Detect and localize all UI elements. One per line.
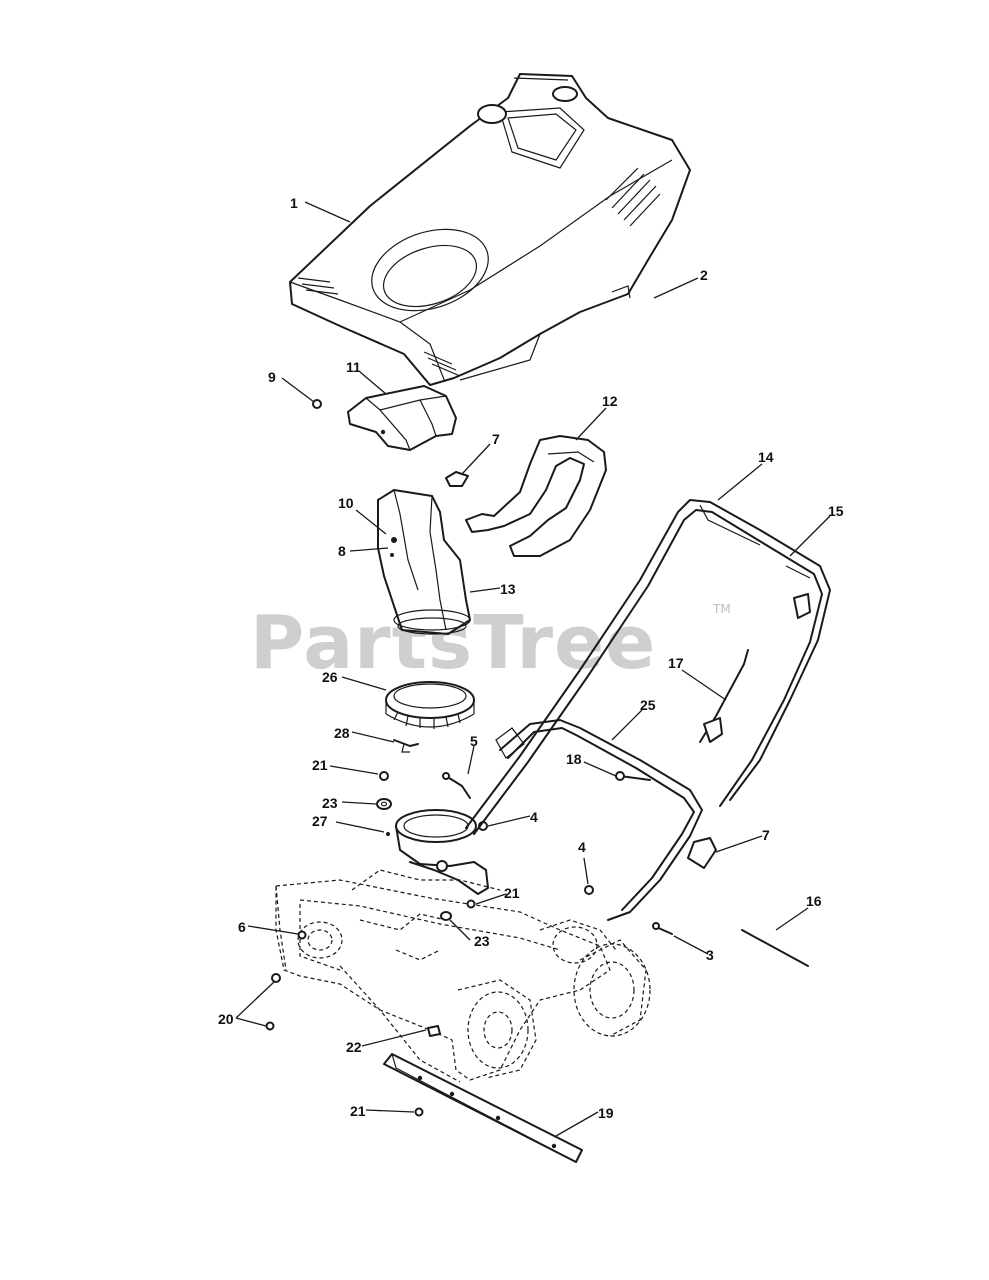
leader-lines [235,201,831,1137]
callout-20: 20 [218,1011,234,1027]
part-11-deflector [347,385,457,451]
part-1-shroud [289,73,691,386]
part-6-bolt [297,930,307,940]
part-9-nut [312,399,322,409]
callout-12: 12 [602,393,618,409]
part-13-chute [377,489,471,635]
part-19-scraper [383,1053,583,1163]
part-21-nut-lower [414,1107,424,1117]
part-7-knob-upper [445,471,469,487]
callout-21-middle: 21 [504,885,520,901]
callout-4-upper: 4 [530,809,538,825]
callout-7-lower: 7 [762,827,770,843]
callout-1: 1 [290,195,298,211]
part-12-crank-handle [465,435,607,557]
part-14-upper-handle [465,499,831,835]
callout-28: 28 [334,725,350,741]
auger-housing [275,869,651,1083]
part-16-rod [741,929,809,967]
part-21-nut-middle [466,899,476,909]
callout-5: 5 [470,733,478,749]
part-23-washer-middle [440,911,452,921]
part-26-chute-ring [385,681,475,729]
part-25-lower-handle [495,719,703,921]
callout-3: 3 [706,947,714,963]
part-3-bolt [652,922,673,935]
callout-13: 13 [500,581,516,597]
callout-6: 6 [238,919,246,935]
callout-19: 19 [598,1105,614,1121]
callout-labels: 1 2 9 11 7 12 10 8 13 14 15 26 17 25 28 … [218,195,844,1121]
callout-11: 11 [346,359,361,375]
callout-8: 8 [338,543,346,559]
callout-7-upper: 7 [492,431,500,447]
part-21-nut-upper [379,771,389,781]
part-23-washer-upper [376,798,392,810]
part-20-bolts [265,973,281,1031]
callout-15: 15 [828,503,844,519]
callout-23-middle: 23 [474,933,490,949]
callout-18: 18 [566,751,582,767]
callout-9: 9 [268,369,276,385]
watermark-trademark: TM [712,602,731,616]
callout-27: 27 [312,813,328,829]
callout-4-lower: 4 [578,839,586,855]
callout-2: 2 [700,267,708,283]
callout-21-upper: 21 [312,757,328,773]
part-22-bolt [427,1025,441,1037]
callout-21-lower: 21 [350,1103,366,1119]
part-4-nut-lower [584,885,594,895]
callout-17: 17 [668,655,684,671]
part-5-bolt [442,772,471,799]
part-28-clip [393,739,419,753]
callout-16: 16 [806,893,822,909]
part-17-cable [699,649,749,743]
callout-25: 25 [640,697,656,713]
callout-22: 22 [346,1039,362,1055]
callout-26: 26 [322,669,338,685]
part-27-chute-base [386,809,489,895]
callout-14: 14 [758,449,774,465]
callout-23-upper: 23 [322,795,338,811]
part-7-knob-lower [687,837,717,869]
part-15-handle-clip [785,565,811,619]
callout-10: 10 [338,495,354,511]
